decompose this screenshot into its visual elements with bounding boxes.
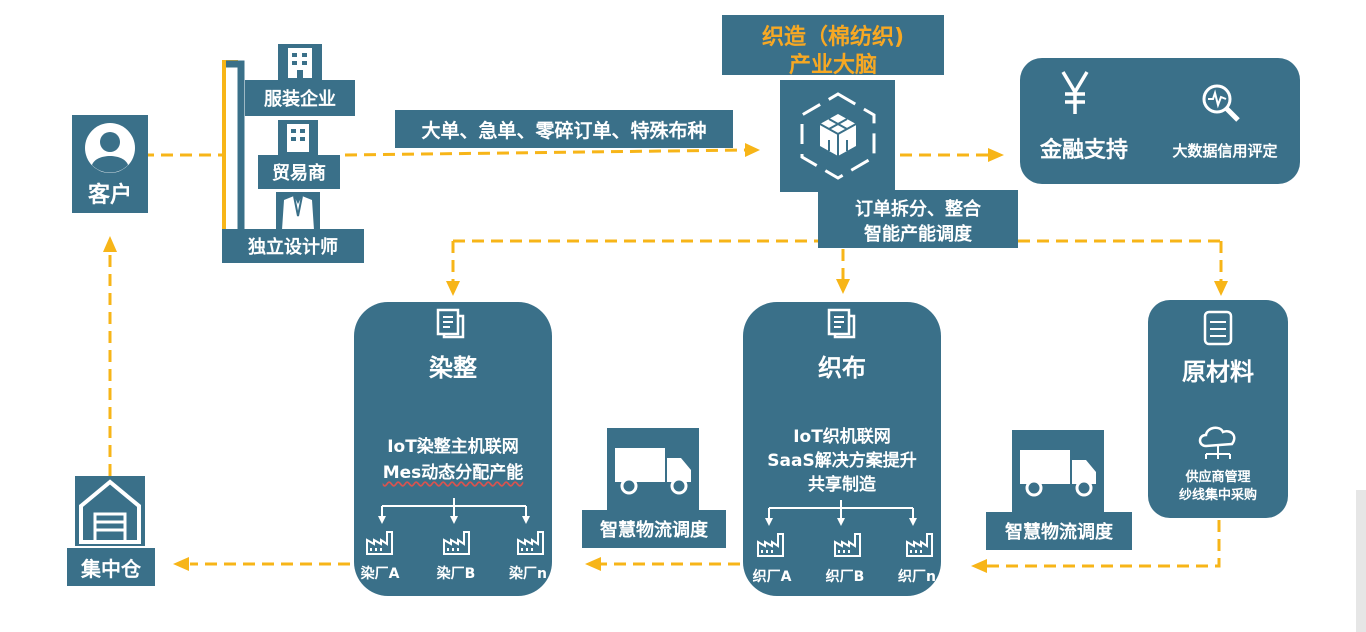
- cloud-network-icon: [1198, 426, 1236, 459]
- client-bracket-bar: [226, 60, 245, 246]
- brain-caption-line1: 订单拆分、整合: [855, 199, 981, 220]
- raw-material-panel: 原材料 供应商管理 纱线集中采购: [1148, 300, 1288, 518]
- arrowhead: [103, 236, 117, 252]
- client-trader: 贸易商: [258, 155, 340, 189]
- credit-rating-label: 大数据信用评定: [1172, 142, 1278, 160]
- dyeing-title: 染整: [429, 354, 477, 382]
- finance-label: 金融支持: [1039, 138, 1128, 163]
- building-icon: [278, 120, 318, 156]
- document-icon: [436, 308, 465, 339]
- logistics-right-label: 智慧物流调度: [986, 512, 1132, 550]
- dyeing-line2-text: Mes动态分配产能: [382, 463, 524, 483]
- raw-material-line1: 供应商管理: [1185, 470, 1251, 485]
- arrowhead: [446, 281, 460, 296]
- arrowhead: [1214, 281, 1228, 296]
- finance-panel: 金融支持 大数据信用评定: [1020, 58, 1300, 184]
- truck-icon: [607, 428, 699, 510]
- document-icon: [827, 308, 856, 339]
- arrowhead: [836, 279, 850, 294]
- arrowhead: [988, 148, 1004, 162]
- dyeing-line2: Mes动态分配产能: [354, 458, 552, 483]
- factory-icon: [517, 531, 544, 555]
- factory-icon: [757, 533, 784, 557]
- order-types-label: 大单、急单、零碎订单、特殊布种: [395, 110, 733, 148]
- weaving-line1: IoT织机联网: [793, 427, 891, 447]
- fanout-arrows: [765, 500, 917, 526]
- client-bracket: [222, 60, 238, 246]
- warehouse-label: 集中仓: [67, 548, 155, 586]
- factory-icon: [443, 531, 470, 555]
- weaving-line2: SaaS解决方案提升: [767, 451, 917, 471]
- magnifier-pulse-icon: [1202, 84, 1240, 122]
- dyeing-line1: IoT染整主机联网: [387, 437, 519, 457]
- user-icon: [85, 123, 135, 173]
- weaving-line3: 共享制造: [808, 475, 876, 495]
- fanout-arrows: [378, 498, 530, 524]
- customer-node: 客户: [72, 115, 148, 213]
- brain-title-line1: 织造（棉纺织): [761, 25, 905, 50]
- client-designer: 独立设计师: [222, 229, 364, 263]
- brain-node: [780, 80, 895, 192]
- building-icon: [278, 44, 322, 82]
- arrowhead: [173, 557, 189, 571]
- cube-hexagon-icon: [800, 92, 875, 180]
- factory-icon: [906, 533, 933, 557]
- yen-icon: [1061, 71, 1089, 114]
- arrowhead: [585, 557, 601, 571]
- arrowhead: [971, 559, 987, 573]
- connector-clients-brain: [344, 148, 746, 157]
- factory-icon: [366, 531, 393, 555]
- suit-icon: [276, 192, 320, 232]
- truck-icon: [1012, 430, 1104, 512]
- weave-factory-b: 织厂B: [825, 569, 865, 585]
- raw-material-line2: 纱线集中采购: [1178, 488, 1257, 503]
- weave-factory-a: 织厂A: [752, 569, 792, 585]
- dye-factory-a: 染厂A: [360, 566, 400, 582]
- factory-icon: [834, 533, 861, 557]
- scrollbar-track[interactable]: [1356, 490, 1366, 632]
- customer-label: 客户: [87, 183, 132, 208]
- connector-raw-weaving: [985, 520, 1221, 568]
- warehouse-icon: [75, 476, 145, 546]
- client-apparel: 服装企业: [245, 80, 355, 116]
- weaving-title: 织布: [818, 354, 866, 382]
- brain-caption-box: 订单拆分、整合 智能产能调度: [818, 190, 1018, 248]
- brain-title-line2: 产业大脑: [788, 53, 877, 78]
- weave-factory-n: 织厂n: [898, 569, 936, 585]
- clipboard-icon: [1203, 310, 1233, 346]
- brain-title-box: 织造（棉纺织) 产业大脑: [722, 15, 944, 78]
- arrowhead: [745, 143, 760, 157]
- logistics-left-label: 智慧物流调度: [582, 510, 726, 548]
- dye-factory-b: 染厂B: [436, 566, 476, 582]
- raw-material-title: 原材料: [1182, 358, 1254, 386]
- dye-factory-n: 染厂n: [509, 566, 547, 582]
- brain-caption-line2: 智能产能调度: [864, 224, 972, 245]
